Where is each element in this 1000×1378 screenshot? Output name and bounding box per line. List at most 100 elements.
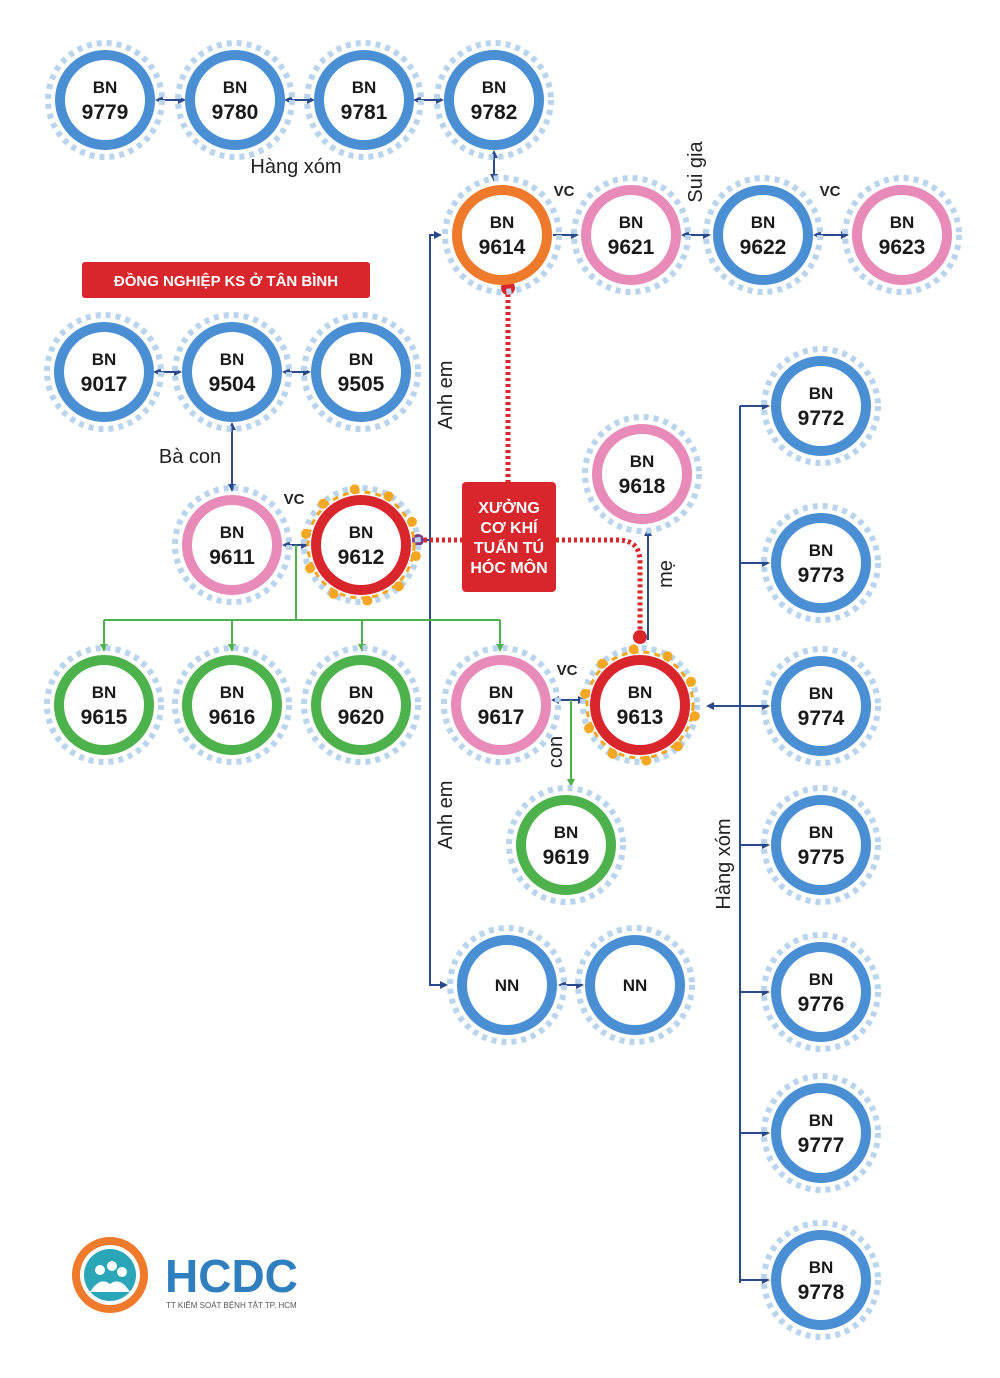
node-id: 9616: [209, 706, 256, 729]
node-halo: [172, 645, 292, 765]
virus-icon: [301, 484, 421, 606]
node-ring: [182, 495, 282, 595]
node-halo: [761, 646, 881, 766]
node-ring: [581, 185, 681, 285]
hub-box: [462, 482, 556, 592]
node-id: 9614: [479, 236, 526, 259]
node-9777: BN 9777: [761, 1073, 881, 1193]
node-halo: [761, 503, 881, 623]
node-n2: NN: [575, 925, 695, 1045]
node-prefix: BN: [890, 213, 915, 232]
node-ring: [311, 322, 411, 422]
node-halo: [761, 346, 881, 466]
node-ring: [590, 655, 690, 755]
node-ring: [771, 1230, 871, 1330]
label-vc-9617-9613: VC: [557, 662, 578, 679]
node-ring: [54, 655, 154, 755]
node-id: 9615: [81, 706, 128, 729]
node-halo: [703, 175, 823, 295]
node-9779: BN 9779: [45, 40, 165, 160]
label-vc-9611-9612: VC: [284, 491, 305, 508]
node-halo: [175, 40, 295, 160]
node-ring: [771, 942, 871, 1042]
node-ring: [771, 1083, 871, 1183]
node-prefix: BN: [809, 684, 834, 703]
label-hang-xom-right: Hàng xóm: [713, 818, 735, 909]
node-id: 9779: [82, 101, 129, 124]
node-halo: [301, 485, 421, 605]
node-ring: [713, 185, 813, 285]
hub-line4: HÓC MÔN: [470, 558, 547, 577]
node-halo: [580, 645, 700, 765]
node-ring: [444, 50, 544, 150]
node-prefix: BN: [809, 970, 834, 989]
node-id: 9611: [209, 546, 255, 569]
banner-box: [82, 262, 370, 298]
node-id: 9612: [338, 546, 385, 569]
label-anh-em-upper: Anh em: [435, 361, 457, 430]
node-prefix: BN: [809, 823, 834, 842]
node-halo: [441, 645, 561, 765]
node-prefix: BN: [809, 1111, 834, 1130]
node-9615: BN 9615: [44, 645, 164, 765]
node-prefix: NN: [495, 976, 520, 995]
node-ring: [311, 495, 411, 595]
node-ring: [452, 185, 552, 285]
node-prefix: BN: [751, 213, 776, 232]
node-halo: [301, 312, 421, 432]
node-id: 9505: [338, 373, 385, 396]
node-id: 9622: [740, 236, 787, 259]
node-id: 9777: [798, 1134, 845, 1157]
node-halo: [172, 312, 292, 432]
node-halo: [842, 175, 962, 295]
node-ring: [182, 322, 282, 422]
node-id: 9773: [798, 564, 845, 587]
node-id: 9776: [798, 993, 845, 1016]
node-ring: [54, 322, 154, 422]
dotted-end-9613: [633, 630, 647, 644]
connector-lines: [100, 96, 849, 1284]
node-ring: [457, 935, 557, 1035]
banner-text: ĐỒNG NGHIỆP KS Ở TÂN BÌNH: [114, 272, 338, 290]
node-halo: [761, 1220, 881, 1340]
node-ring: [771, 356, 871, 456]
node-halo: [44, 645, 164, 765]
hcdc-logo: HCDC TT KIỂM SOÁT BỆNH TẬT TP. HCM: [72, 1237, 298, 1313]
node-halo: [761, 932, 881, 1052]
node-halo: [575, 925, 695, 1045]
node-prefix: BN: [489, 683, 514, 702]
node-prefix: BN: [223, 78, 248, 97]
node-prefix: NN: [623, 976, 648, 995]
node-prefix: BN: [93, 78, 118, 97]
node-prefix: BN: [482, 78, 507, 97]
node-ring: [516, 795, 616, 895]
node-id: 9620: [338, 706, 385, 729]
hub-workshop: XƯỞNG CƠ KHÍ TUẤN TÚ HÓC MÔN: [462, 482, 556, 592]
node-prefix: BN: [220, 350, 245, 369]
node-ring: [771, 656, 871, 756]
node-id: 9619: [543, 846, 590, 869]
node-prefix: BN: [809, 1258, 834, 1277]
node-ring: [55, 50, 155, 150]
node-halo: [45, 40, 165, 160]
node-ring: [314, 50, 414, 150]
node-halo: [172, 485, 292, 605]
node-id: 9618: [619, 475, 666, 498]
node-id: 9775: [798, 846, 845, 869]
node-prefix: BN: [92, 683, 117, 702]
